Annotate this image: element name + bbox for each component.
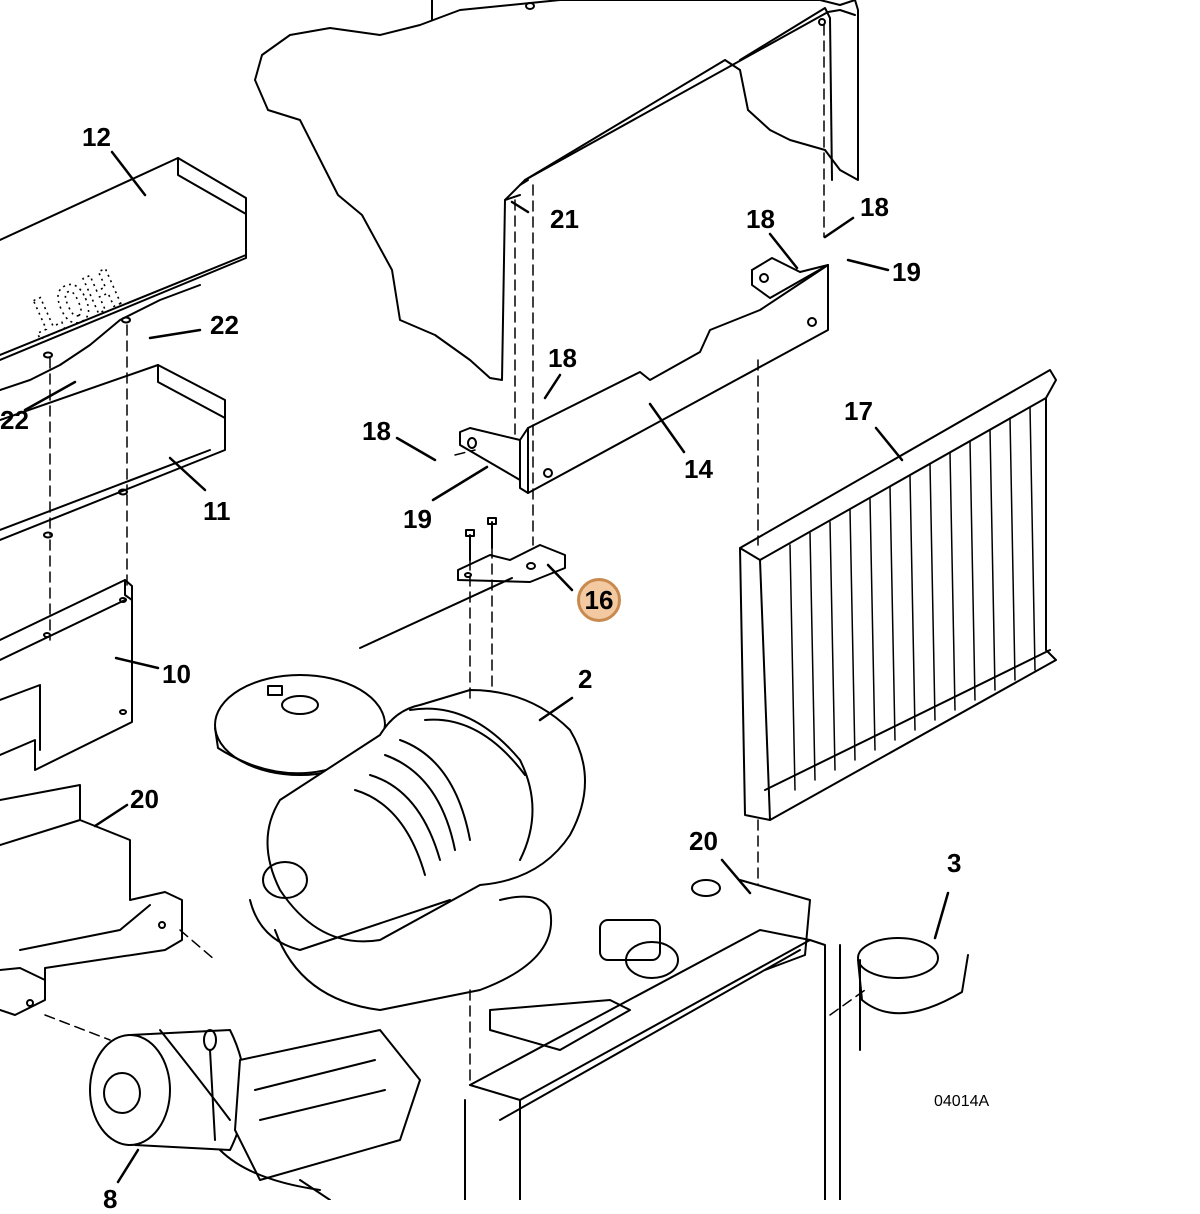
callout-19-left: 19 bbox=[403, 504, 432, 534]
part-8-oil-filter bbox=[89, 1029, 246, 1151]
part-17-grille bbox=[739, 369, 1057, 821]
callout-20: 20 bbox=[130, 784, 159, 814]
callout-18-left: 18 bbox=[362, 416, 391, 446]
callout-18: 18 bbox=[746, 204, 775, 234]
leader-lines bbox=[23, 150, 950, 1184]
callout-12: 12 bbox=[82, 122, 111, 152]
assembly-lines bbox=[44, 24, 866, 1081]
callout-19: 19 bbox=[892, 257, 921, 287]
part-16-small-bracket bbox=[359, 517, 566, 649]
callout-14: 14 bbox=[684, 454, 713, 484]
part-2-air-cleaner bbox=[214, 674, 586, 1011]
callout-20-right: 20 bbox=[689, 826, 718, 856]
part-3-filter bbox=[857, 937, 969, 1015]
top-shroud bbox=[254, 0, 859, 381]
callout-22-left: 22 bbox=[0, 405, 29, 435]
callout-16-highlighted[interactable]: 16 bbox=[577, 578, 621, 622]
engine-lower bbox=[159, 879, 861, 1200]
figure-code: 04014A bbox=[934, 1093, 990, 1110]
part-11-rail bbox=[0, 364, 226, 541]
callout-18-right: 18 bbox=[860, 192, 889, 222]
callout-11: 11 bbox=[203, 496, 231, 526]
callout-18-mid: 18 bbox=[548, 343, 577, 373]
callout-3: 3 bbox=[947, 848, 962, 878]
callout-10: 10 bbox=[162, 659, 191, 689]
part-10-panel bbox=[0, 579, 133, 771]
part-12-hot-shield bbox=[0, 157, 247, 391]
part-14-bracket bbox=[459, 257, 829, 494]
callout-8: 8 bbox=[103, 1184, 118, 1214]
callout-17: 17 bbox=[844, 396, 873, 426]
callout-2: 2 bbox=[578, 664, 593, 694]
callout-22: 22 bbox=[210, 310, 239, 340]
lower-left-bracket bbox=[0, 784, 183, 1016]
callout-21: 21 bbox=[550, 204, 579, 234]
